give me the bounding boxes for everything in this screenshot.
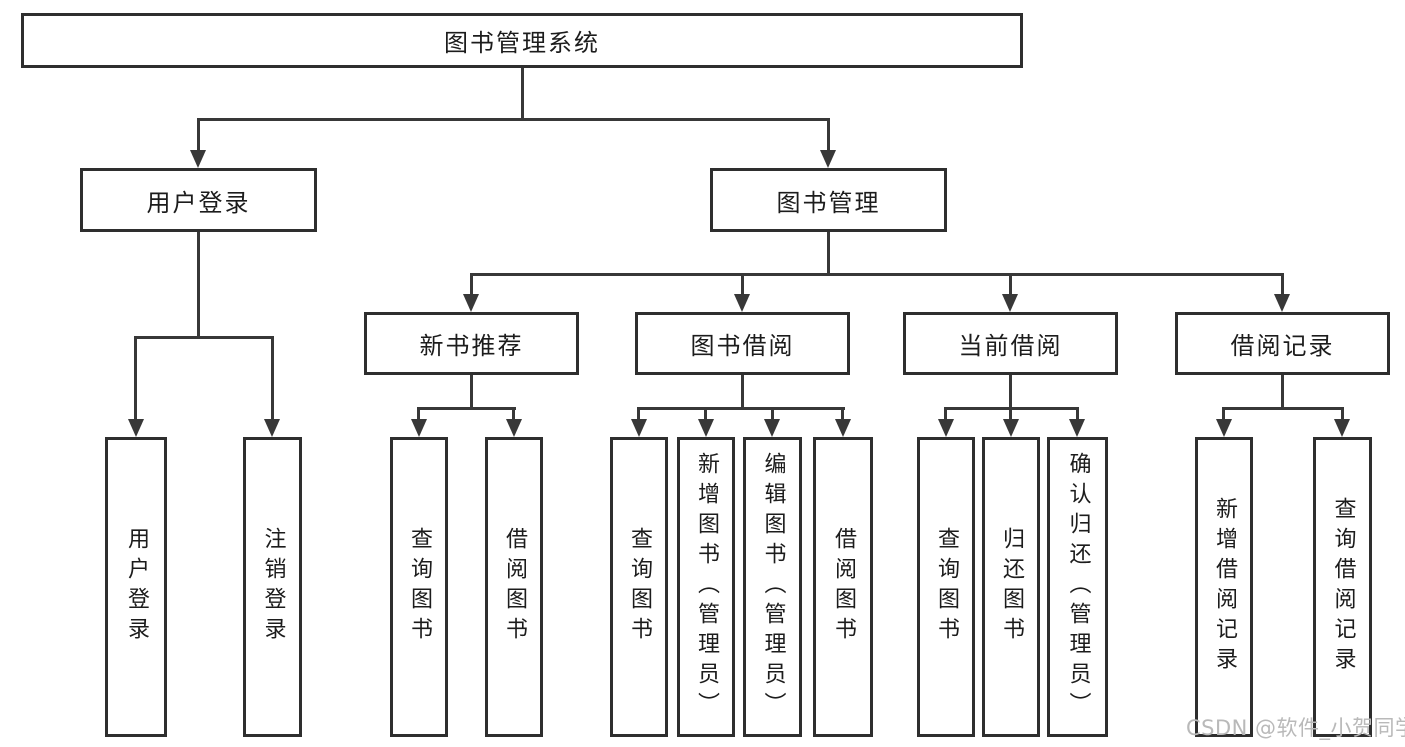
arrowhead-down-icon: [1002, 294, 1018, 312]
connector-to-leaf-user-login: [134, 336, 137, 421]
arrowhead-down-icon: [698, 419, 714, 437]
leaf-edit-book-admin-label: 编辑图书（管理员）: [760, 452, 786, 722]
leaf-logout-label: 注销登录: [260, 527, 286, 647]
connector-user-login-hbar: [135, 336, 274, 339]
connector-leaf-drop: [1341, 407, 1344, 421]
arrowhead-down-icon: [631, 419, 647, 437]
connector-borrowing-hbar: [637, 407, 845, 410]
leaf-return-books-label: 归还图书: [999, 527, 1024, 647]
connector-leaf-drop: [771, 407, 774, 421]
leaf-borrow-books-borrowing-label: 借阅图书: [831, 527, 856, 647]
leaf-return-books: 归还图书: [982, 437, 1040, 737]
node-root-label: 图书管理系统: [444, 29, 600, 57]
leaf-edit-book-admin: 编辑图书（管理员）: [743, 437, 802, 737]
node-borrowing-records: 借阅记录: [1175, 312, 1390, 375]
leaf-query-books-borrowing: 查询图书: [610, 437, 668, 737]
arrowhead-down-icon: [1003, 419, 1019, 437]
arrowhead-down-icon: [1334, 419, 1350, 437]
connector-to-borrowing-records: [1281, 273, 1284, 294]
leaf-add-book-admin: 新增图书（管理员）: [677, 437, 735, 737]
connector-leaf-drop: [1222, 407, 1225, 421]
arrowhead-down-icon: [1274, 294, 1290, 312]
leaf-borrow-books-borrowing: 借阅图书: [813, 437, 873, 737]
connector-to-current-borrowing: [1009, 273, 1012, 294]
leaf-user-login-label: 用户登录: [124, 527, 149, 647]
connector-to-new-book-recommend: [470, 273, 473, 294]
arrowhead-down-icon: [820, 150, 836, 168]
connector-leaf-drop: [944, 407, 947, 421]
leaf-query-borrow-record-label: 查询借阅记录: [1330, 497, 1356, 677]
node-current-borrowing-label: 当前借阅: [958, 332, 1063, 360]
connector-records-drop: [1281, 375, 1284, 407]
connector-l2-hbar: [470, 273, 1284, 276]
leaf-borrow-books-recommend-label: 借阅图书: [502, 527, 527, 647]
arrowhead-down-icon: [190, 150, 206, 168]
leaf-query-borrow-record: 查询借阅记录: [1313, 437, 1372, 737]
connector-borrowing-drop: [741, 375, 744, 407]
arrowhead-down-icon: [411, 419, 427, 437]
arrowhead-down-icon: [938, 419, 954, 437]
connector-leaf-drop: [841, 407, 844, 421]
connector-user-login-drop: [197, 232, 200, 336]
arrowhead-down-icon: [1069, 419, 1085, 437]
arrowhead-down-icon: [764, 419, 780, 437]
connector-leaf-drop: [512, 407, 515, 421]
arrowhead-down-icon: [463, 294, 479, 312]
node-book-borrowing: 图书借阅: [635, 312, 850, 375]
connector-leaf-drop: [1076, 407, 1079, 421]
leaf-query-books-recommend: 查询图书: [390, 437, 448, 737]
leaf-add-book-admin-label: 新增图书（管理员）: [694, 452, 719, 722]
node-book-management: 图书管理: [710, 168, 947, 232]
csdn-watermark: CSDN @软件_小贺同学: [1186, 716, 1405, 740]
connector-recommend-hbar: [417, 407, 516, 410]
arrowhead-down-icon: [128, 419, 144, 437]
connector-leaf-drop: [417, 407, 420, 421]
connector-records-hbar: [1222, 407, 1344, 410]
node-new-book-recommend: 新书推荐: [364, 312, 579, 375]
connector-leaf-drop: [637, 407, 640, 421]
connector-root-drop: [521, 68, 524, 118]
connector-book-mgmt-drop: [827, 232, 830, 273]
leaf-query-books-recommend-label: 查询图书: [407, 527, 432, 647]
leaf-confirm-return-admin: 确认归还（管理员）: [1047, 437, 1108, 737]
node-borrowing-records-label: 借阅记录: [1230, 332, 1335, 360]
node-new-book-recommend-label: 新书推荐: [419, 332, 524, 360]
connector-recommend-drop: [470, 375, 473, 407]
connector-to-leaf-logout: [271, 336, 274, 421]
connector-current-drop: [1009, 375, 1012, 407]
node-book-borrowing-label: 图书借阅: [690, 332, 795, 360]
leaf-query-books-borrowing-label: 查询图书: [627, 527, 652, 647]
connector-leaf-drop: [704, 407, 707, 421]
leaf-add-borrow-record: 新增借阅记录: [1195, 437, 1253, 737]
connector-to-book-management: [827, 118, 830, 152]
arrowhead-down-icon: [506, 419, 522, 437]
arrowhead-down-icon: [1216, 419, 1232, 437]
arrowhead-down-icon: [835, 419, 851, 437]
connector-to-book-borrowing: [741, 273, 744, 294]
connector-leaf-drop: [1009, 407, 1012, 421]
node-user-login-label: 用户登录: [146, 188, 251, 217]
connector-l1-hbar: [197, 118, 830, 121]
leaf-add-borrow-record-label: 新增借阅记录: [1212, 497, 1237, 677]
leaf-confirm-return-admin-label: 确认归还（管理员）: [1065, 452, 1091, 722]
leaf-borrow-books-recommend: 借阅图书: [485, 437, 543, 737]
node-root: 图书管理系统: [21, 13, 1023, 68]
leaf-logout: 注销登录: [243, 437, 302, 737]
leaf-user-login: 用户登录: [105, 437, 167, 737]
arrowhead-down-icon: [734, 294, 750, 312]
node-current-borrowing: 当前借阅: [903, 312, 1118, 375]
node-book-management-label: 图书管理: [776, 188, 881, 217]
leaf-query-books-current-label: 查询图书: [934, 527, 959, 647]
arrowhead-down-icon: [264, 419, 280, 437]
leaf-query-books-current: 查询图书: [917, 437, 975, 737]
node-user-login: 用户登录: [80, 168, 317, 232]
connector-to-user-login: [197, 118, 200, 152]
